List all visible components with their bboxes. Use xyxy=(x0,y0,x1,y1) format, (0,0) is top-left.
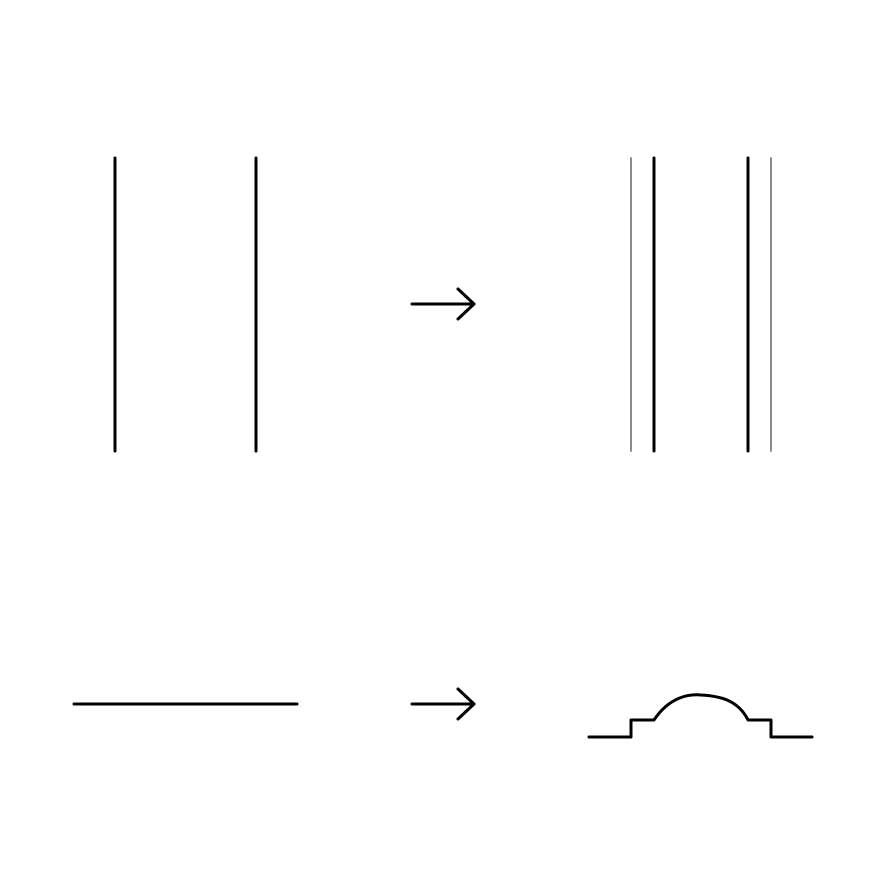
right-arrow-icon xyxy=(410,687,476,721)
top-arrow xyxy=(410,287,476,321)
bottom-arrow xyxy=(410,687,476,721)
top-row xyxy=(113,156,772,453)
right-arrow-icon xyxy=(410,287,476,321)
bottom-output-stepped-profile xyxy=(587,693,814,739)
top-output-lines xyxy=(630,156,772,453)
top-input-lines xyxy=(113,156,258,453)
bottom-row xyxy=(72,687,814,739)
